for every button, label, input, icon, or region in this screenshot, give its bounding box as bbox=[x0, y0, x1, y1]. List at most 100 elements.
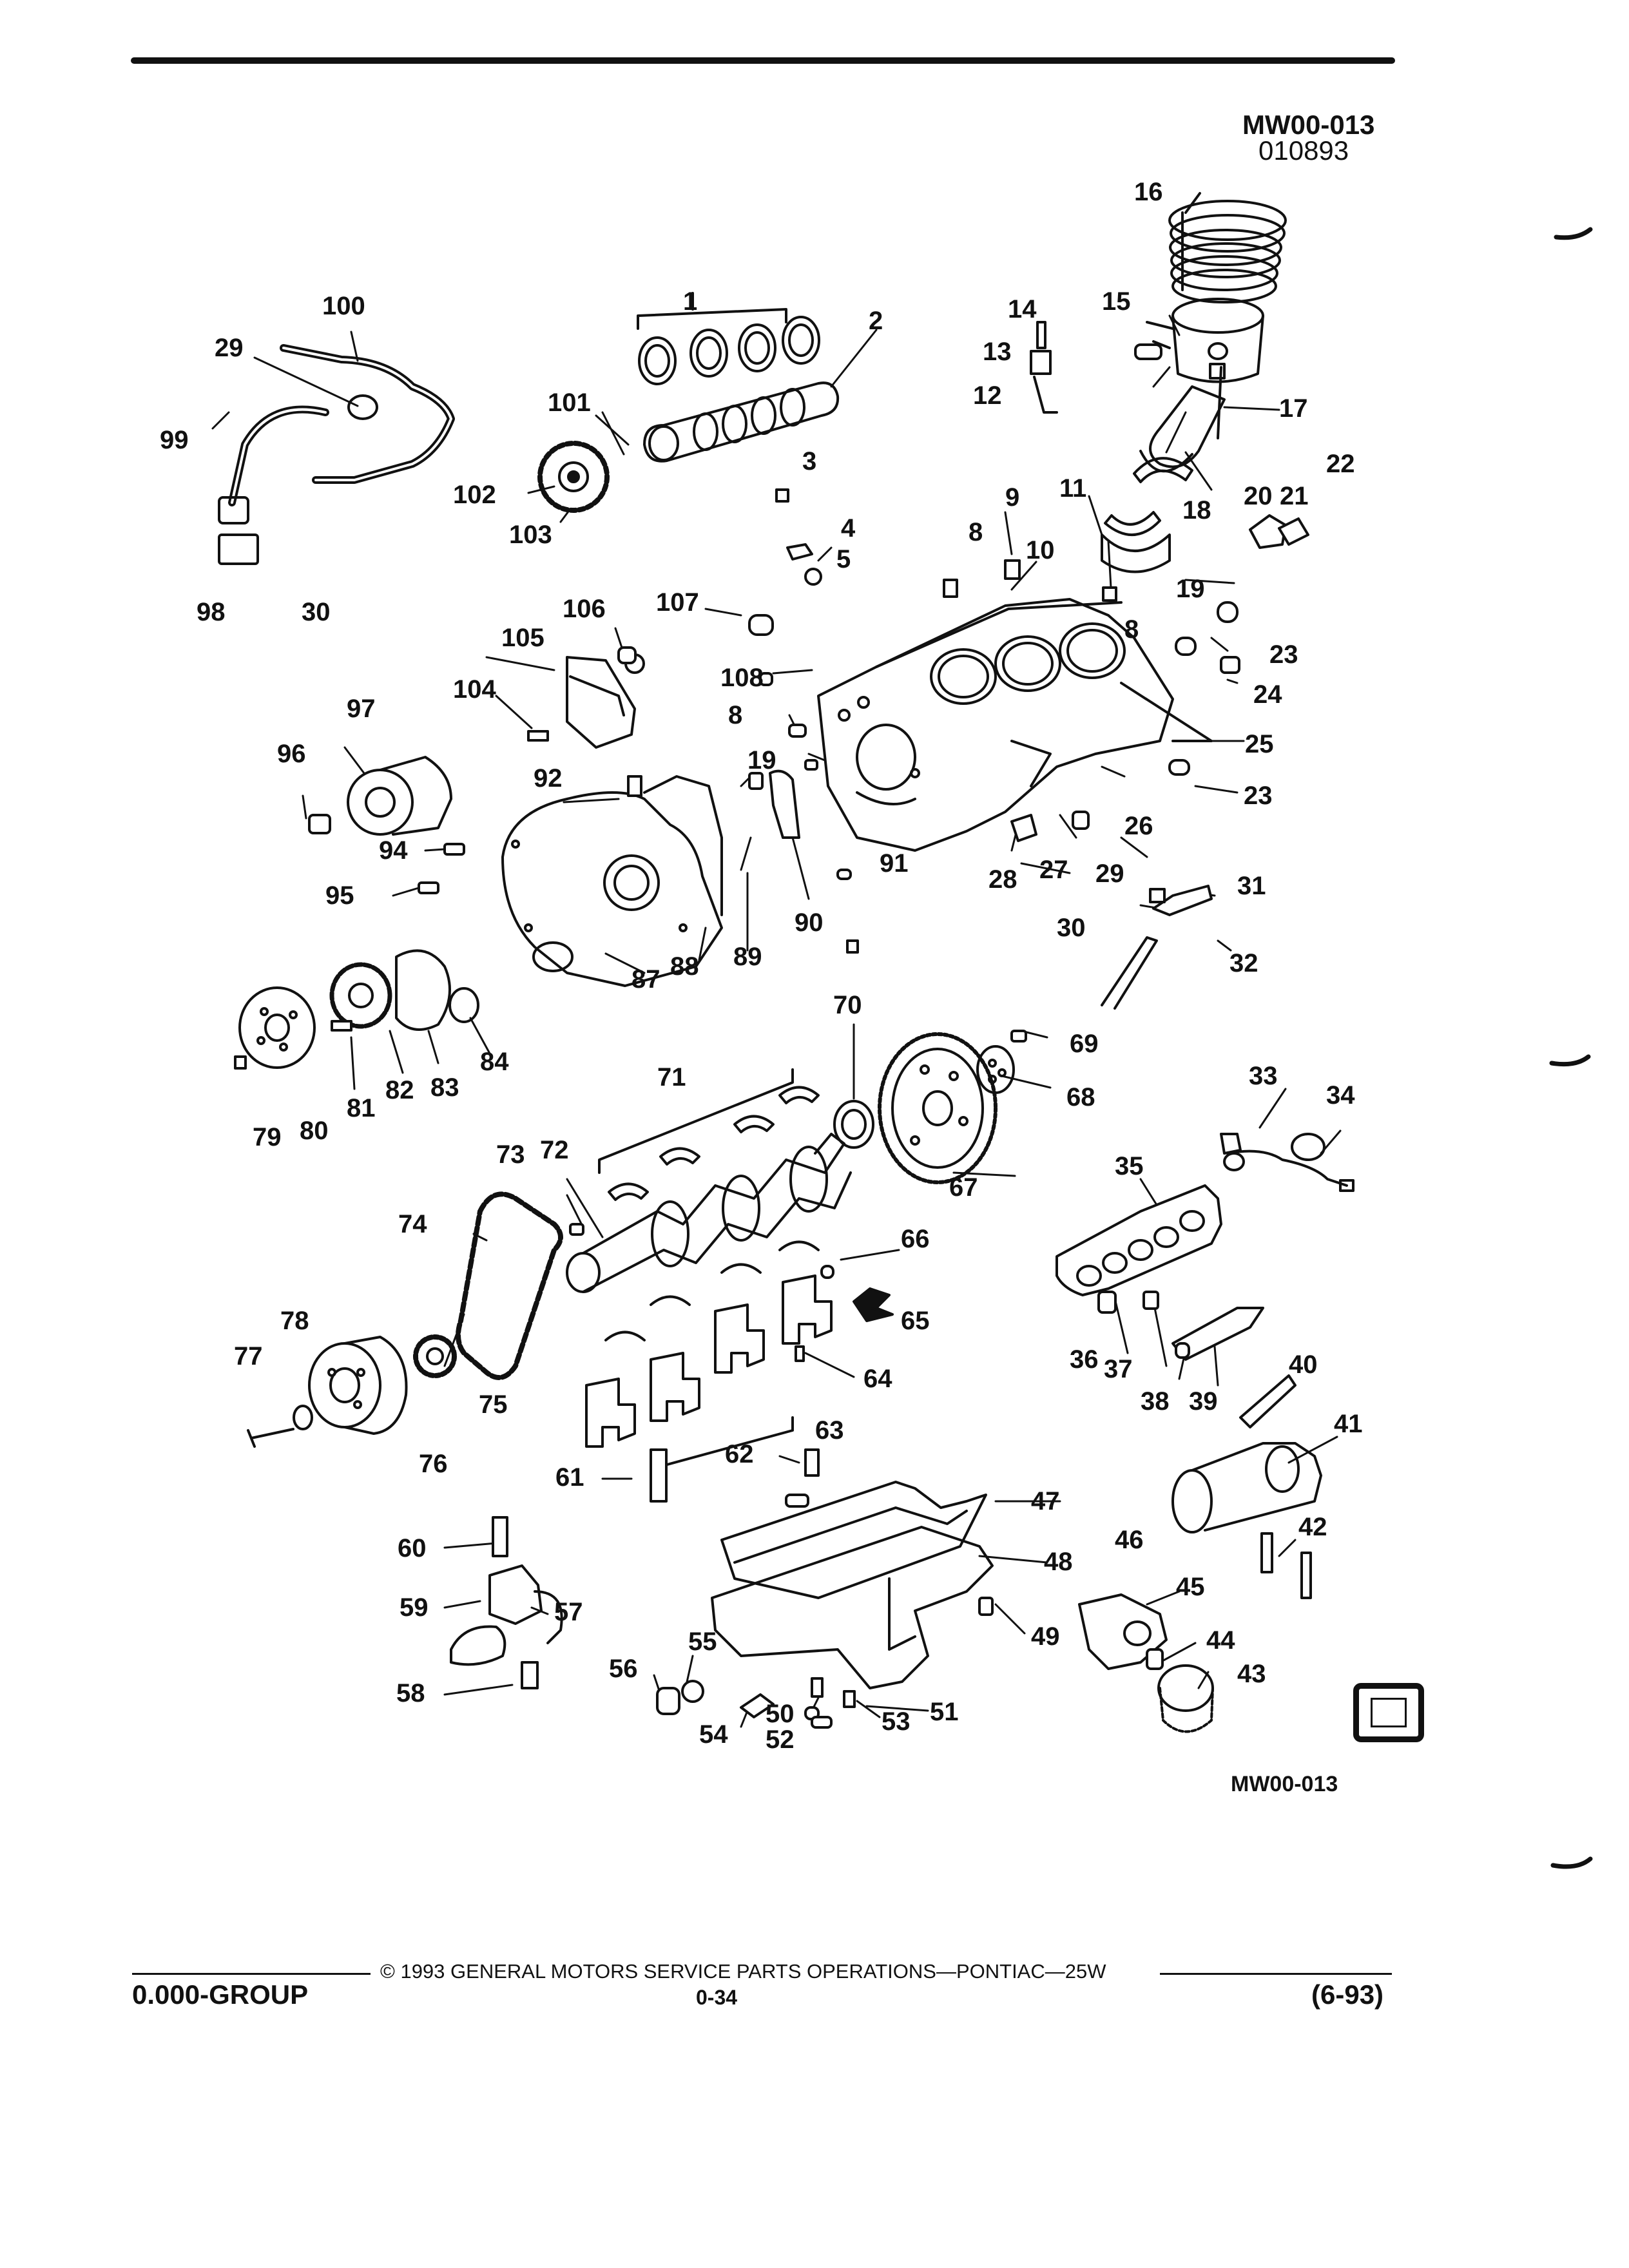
sensor bbox=[1220, 1133, 1242, 1155]
figure-date: 010893 bbox=[1258, 135, 1349, 166]
front-seal bbox=[448, 987, 479, 1023]
part-label: 38 bbox=[1141, 1387, 1170, 1416]
oil-pan bbox=[711, 1481, 994, 1689]
part-label: 1 bbox=[683, 287, 698, 316]
part-label: 108 bbox=[720, 664, 764, 692]
bracket bbox=[1239, 1374, 1296, 1428]
flywheel-spacer bbox=[976, 1045, 1015, 1094]
part-label: 34 bbox=[1326, 1081, 1355, 1110]
part-label: 74 bbox=[398, 1210, 427, 1238]
part-label: 52 bbox=[766, 1725, 795, 1754]
part-label: 2 bbox=[869, 307, 883, 335]
front-arrow bbox=[853, 1287, 894, 1322]
part-label: 68 bbox=[1066, 1083, 1095, 1111]
part-label: 69 bbox=[1070, 1030, 1099, 1058]
part-label: 32 bbox=[1229, 949, 1258, 977]
binding-mark bbox=[1554, 227, 1593, 240]
part-label: 49 bbox=[1031, 1622, 1060, 1651]
part-label: 84 bbox=[480, 1048, 509, 1076]
part-label: 55 bbox=[688, 1628, 717, 1656]
part-label: 13 bbox=[983, 338, 1012, 366]
part-label: 12 bbox=[973, 381, 1002, 410]
part-label: 44 bbox=[1206, 1626, 1235, 1655]
figure-code: MW00-013 bbox=[1242, 110, 1375, 140]
part-label: 60 bbox=[398, 1534, 427, 1562]
part-label: 107 bbox=[656, 588, 699, 617]
part-label: 56 bbox=[609, 1655, 638, 1683]
part-label: 94 bbox=[379, 836, 408, 865]
hardware bbox=[234, 321, 1312, 1729]
part-label: 9 bbox=[1005, 483, 1020, 512]
harmonic-balancer bbox=[308, 1336, 408, 1435]
part-label: 95 bbox=[325, 881, 354, 910]
rear-main-seal bbox=[833, 1100, 874, 1149]
part-label: 20 bbox=[1244, 482, 1273, 510]
part-label: 30 bbox=[302, 598, 331, 626]
part-label: 17 bbox=[1279, 394, 1308, 423]
piston bbox=[1134, 298, 1264, 383]
main-bearing-caps bbox=[585, 1240, 833, 1470]
part-label: 28 bbox=[988, 865, 1017, 894]
part-label: 76 bbox=[419, 1450, 448, 1478]
flexplate bbox=[878, 1032, 998, 1184]
part-label: 67 bbox=[949, 1173, 978, 1202]
part-label: 75 bbox=[479, 1390, 508, 1419]
part-label: 72 bbox=[540, 1136, 569, 1164]
oil-pickup-tube bbox=[218, 344, 455, 565]
crank-pulley bbox=[238, 986, 316, 1069]
part-label: 66 bbox=[901, 1225, 930, 1253]
part-label: 61 bbox=[555, 1463, 584, 1492]
part-label: 14 bbox=[1008, 295, 1037, 323]
crankshaft bbox=[566, 1133, 852, 1293]
part-label: 65 bbox=[901, 1307, 930, 1335]
part-label: 4 bbox=[841, 514, 856, 543]
oil-pump bbox=[450, 1564, 563, 1666]
part-label: 42 bbox=[1298, 1513, 1327, 1541]
part-label: 82 bbox=[385, 1076, 414, 1104]
part-label: 8 bbox=[969, 518, 983, 546]
part-label: 29 bbox=[1095, 860, 1124, 888]
part-label: 106 bbox=[563, 595, 606, 623]
footer-page-number: 0-34 bbox=[696, 1986, 738, 2009]
footer-date: (6-93) bbox=[1311, 1979, 1384, 2010]
rod-bearing bbox=[1104, 511, 1161, 537]
part-label: 98 bbox=[197, 598, 226, 626]
part-label: 10 bbox=[1026, 536, 1055, 564]
part-label: 79 bbox=[253, 1123, 282, 1151]
camshaft bbox=[643, 381, 840, 463]
part-label: 31 bbox=[1237, 872, 1266, 900]
part-label: 41 bbox=[1334, 1410, 1363, 1438]
part-label: 26 bbox=[1124, 812, 1153, 840]
part-label: 53 bbox=[882, 1707, 911, 1736]
footer-group: 0.000-GROUP bbox=[132, 1979, 309, 2010]
part-label: 36 bbox=[1070, 1345, 1099, 1374]
part-label: 35 bbox=[1115, 1152, 1144, 1180]
part-label: 100 bbox=[322, 292, 365, 320]
part-label: 57 bbox=[554, 1598, 583, 1626]
part-label: 90 bbox=[795, 908, 824, 937]
balancer-washer bbox=[293, 1405, 313, 1430]
part-label: 51 bbox=[930, 1698, 959, 1726]
part-label: 45 bbox=[1176, 1573, 1205, 1601]
part-label: 16 bbox=[1134, 178, 1163, 206]
part-label: 83 bbox=[430, 1073, 459, 1102]
part-label: 104 bbox=[453, 675, 496, 704]
part-label: 29 bbox=[215, 334, 244, 362]
footer-copyright: © 1993 GENERAL MOTORS SERVICE PARTS OPER… bbox=[380, 1960, 1106, 1983]
idler-pulley bbox=[347, 756, 452, 836]
wiring-harness bbox=[1223, 1133, 1354, 1192]
part-label: 30 bbox=[1057, 914, 1086, 942]
part-label: 39 bbox=[1189, 1387, 1218, 1416]
part-label: 50 bbox=[766, 1700, 795, 1728]
cam-sprocket bbox=[537, 441, 610, 513]
footer-rule-right bbox=[1160, 1973, 1392, 1975]
part-label: 73 bbox=[496, 1140, 525, 1169]
part-label: 103 bbox=[509, 521, 552, 549]
part-label: 27 bbox=[1039, 856, 1068, 884]
part-label: 101 bbox=[548, 389, 591, 417]
part-label: 102 bbox=[453, 481, 496, 509]
part-label: 78 bbox=[280, 1307, 309, 1335]
part-label: 97 bbox=[347, 695, 376, 723]
part-label: 99 bbox=[160, 426, 189, 454]
part-label: 80 bbox=[300, 1117, 329, 1145]
